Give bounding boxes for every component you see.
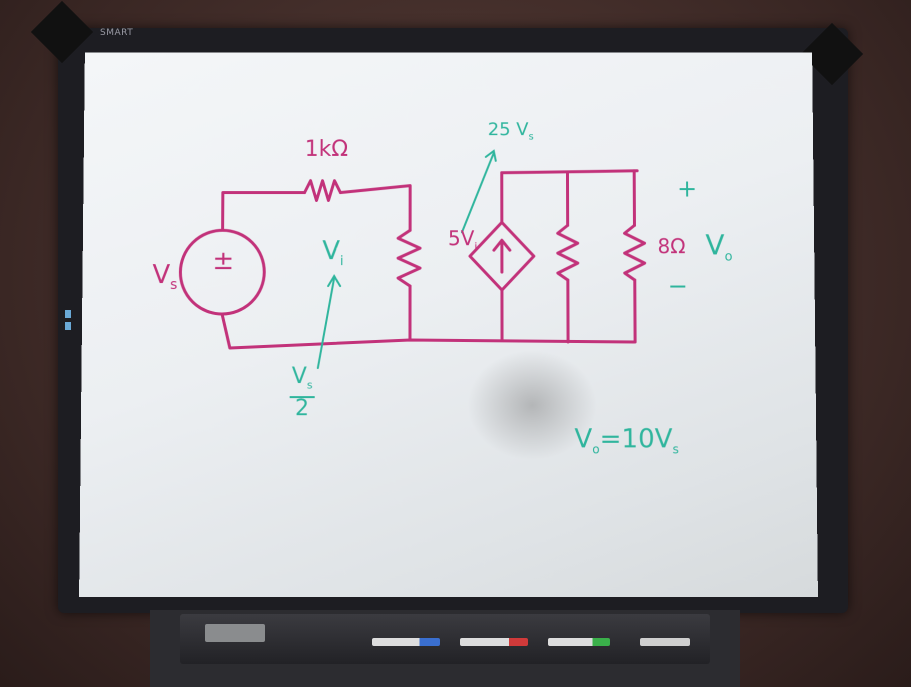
- source-label: Vs: [152, 260, 178, 294]
- annotation-arrow-vi: [316, 277, 336, 369]
- board-indicator-led: [65, 322, 71, 330]
- output-plus-sign: +: [677, 174, 698, 203]
- load-resistor-label: 8Ω: [657, 234, 686, 259]
- output-minus-sign: −: [667, 272, 688, 301]
- wire-bottom: [220, 312, 636, 350]
- wire-top-middle: [340, 186, 410, 231]
- wire-top-right: [502, 171, 637, 173]
- annotation-top-label: 25 Vs: [487, 119, 534, 143]
- blue-marker[interactable]: [372, 638, 440, 646]
- dependent-source-label: 5Vi: [448, 226, 478, 254]
- resistor-8ohm: [625, 225, 645, 280]
- whiteboard-surface: ± Vs 1kΩ Vi Vs 2 5Vi 25 Vs 8Ω Vo + − Vo=…: [79, 52, 818, 598]
- node-voltage-label: Vi: [322, 236, 344, 270]
- board-indicator-led: [65, 310, 71, 318]
- output-voltage-label: Vo: [705, 228, 733, 265]
- red-marker[interactable]: [460, 638, 528, 646]
- resistor-vertical-2: [558, 225, 578, 280]
- circuit-drawing: [179, 52, 818, 369]
- result-equation: Vo=10Vs: [574, 424, 679, 457]
- marker-tray: [180, 614, 710, 664]
- tray-label-plate: [205, 624, 265, 642]
- source-sign: ±: [212, 246, 235, 277]
- fraction-label: Vs 2: [289, 364, 315, 422]
- green-marker[interactable]: [548, 638, 610, 646]
- resistor-1k-label: 1kΩ: [304, 137, 349, 162]
- annotation-arrow-top: [462, 153, 494, 232]
- annotation-arrow-vi-head: [327, 274, 342, 288]
- resistor-vertical-1: [398, 230, 420, 286]
- wire-top-left: [223, 193, 305, 231]
- board-brand-label: SMART: [100, 28, 134, 38]
- resistor-1k: [305, 181, 341, 201]
- eraser[interactable]: [640, 638, 690, 646]
